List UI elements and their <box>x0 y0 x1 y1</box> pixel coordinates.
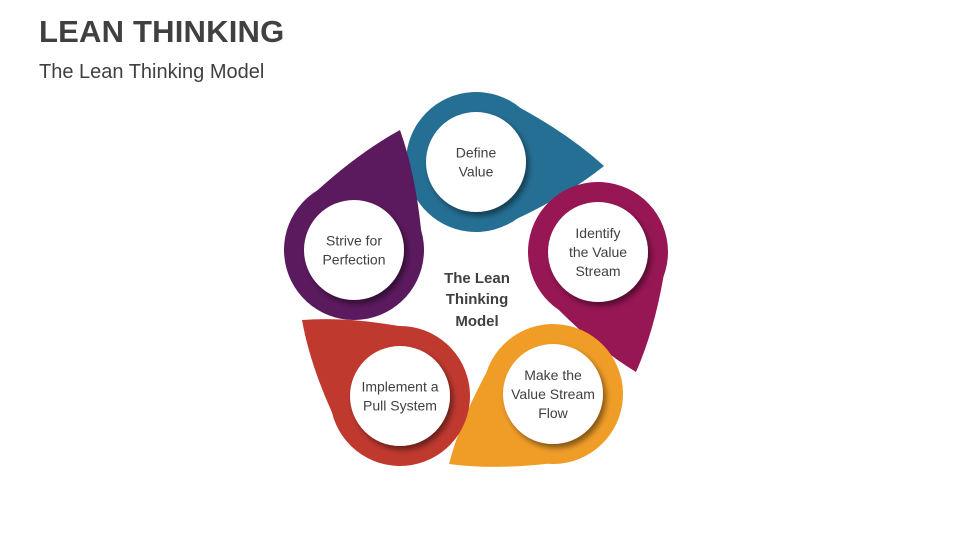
step-label-line: Strive for <box>326 233 382 249</box>
step-label-line: Define <box>456 145 497 161</box>
step-inner-circle <box>548 202 648 302</box>
step-label-line: Make the <box>524 367 582 383</box>
step-inner-circle <box>503 344 603 444</box>
center-label-line: The Lean <box>444 270 510 287</box>
step-label-line: Implement a <box>361 379 438 395</box>
page-subtitle: The Lean Thinking Model <box>39 61 265 83</box>
step-label-line: Pull System <box>363 398 437 414</box>
step-label-line: Identify <box>575 225 620 241</box>
center-label-line: Model <box>455 313 498 330</box>
step-label-line: the Value <box>569 244 627 260</box>
step-label-line: Value Stream <box>511 386 595 402</box>
step-label-line: Value <box>459 164 494 180</box>
step-inner-circle <box>350 346 450 446</box>
step-implement-pull-system: Implement a Pull System <box>302 319 470 467</box>
center-label-line: Thinking <box>446 291 509 308</box>
step-inner-circle <box>426 112 526 212</box>
step-label-line: Stream <box>575 263 620 279</box>
step-label-line: Flow <box>538 405 568 421</box>
step-inner-circle <box>304 200 404 300</box>
center-label: The Lean Thinking Model <box>444 270 510 330</box>
step-label-line: Perfection <box>322 252 385 268</box>
page-title: LEAN THINKING <box>39 14 285 49</box>
